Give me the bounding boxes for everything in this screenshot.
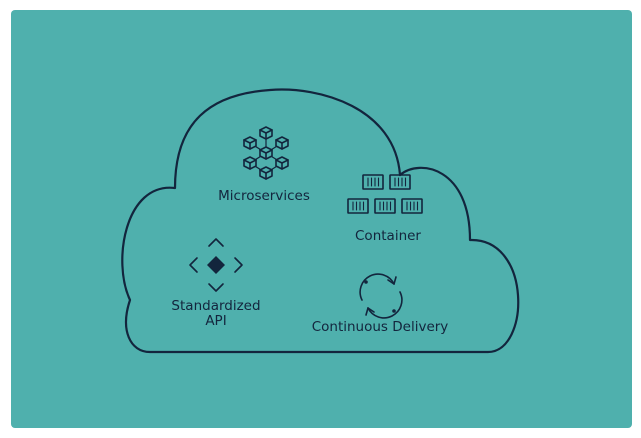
shipping-containers-icon xyxy=(347,174,423,214)
refresh-cycle-icon xyxy=(359,273,403,319)
microservices-label: Microservices xyxy=(218,188,310,204)
connected-cubes-icon xyxy=(243,126,289,180)
container-label: Container xyxy=(355,228,421,244)
api-label-line2: API xyxy=(205,313,227,329)
cloud-shape xyxy=(121,88,520,354)
diamond-arrows-icon xyxy=(189,238,243,292)
diagram-panel xyxy=(11,10,632,428)
api-label-line1: Standardized xyxy=(171,298,261,314)
delivery-label: Continuous Delivery xyxy=(311,319,449,335)
